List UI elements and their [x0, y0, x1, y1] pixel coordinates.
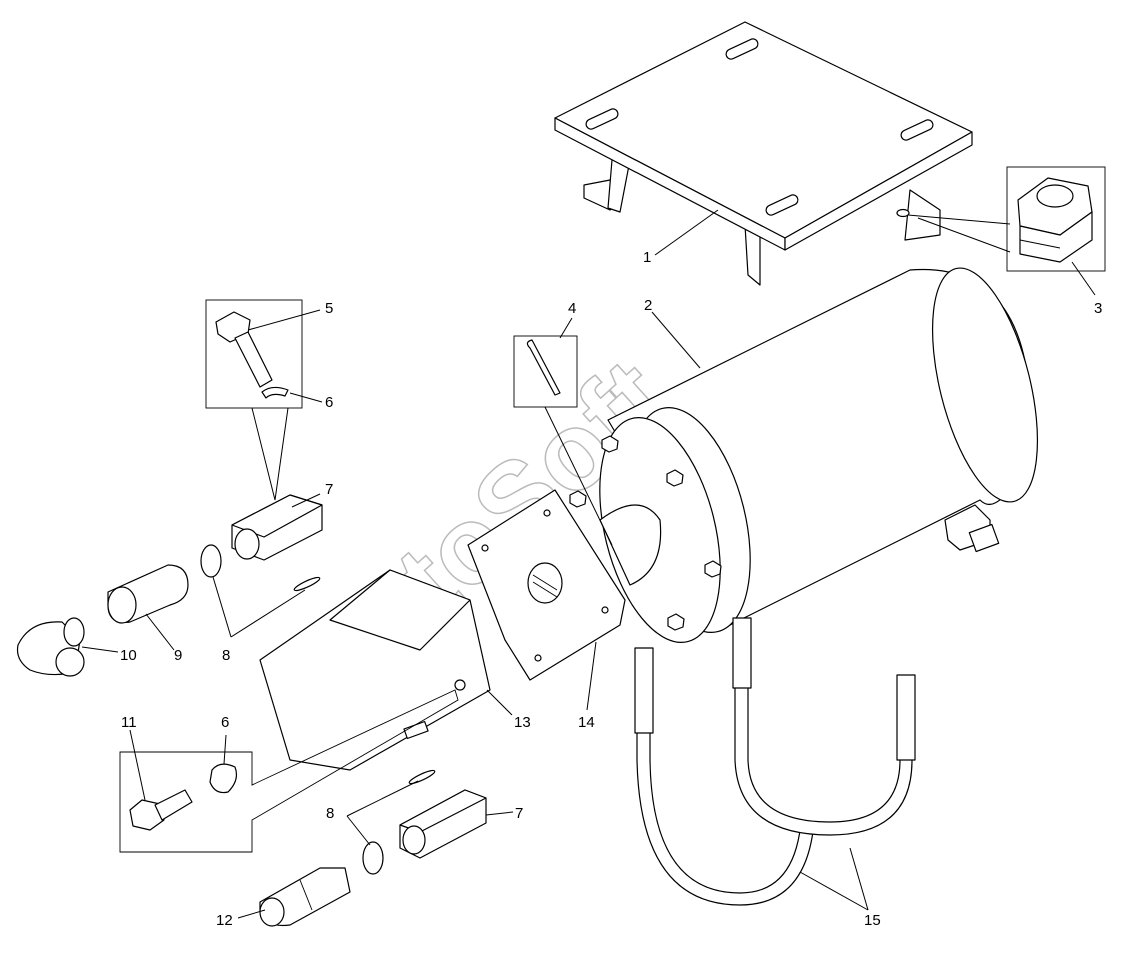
bolt-washer-inset [205, 299, 303, 501]
callout-3: 3 [1094, 300, 1102, 317]
callout-4: 4 [568, 300, 576, 317]
bolt-washer-inset-lower [119, 689, 459, 853]
callout-8-lower: 8 [326, 805, 334, 822]
hose-nipple [259, 867, 351, 927]
callout-2: 2 [644, 297, 652, 314]
sleeve [107, 564, 189, 624]
callout-6-upper: 6 [325, 394, 333, 411]
o-rings-lower [362, 769, 436, 875]
flange-bolt [601, 435, 619, 453]
clamp-block-lower [399, 789, 487, 859]
cotter-pin-inset [513, 335, 613, 546]
callout-11: 11 [121, 714, 137, 731]
elbow-fitting [16, 617, 85, 677]
callout-10: 10 [120, 647, 137, 664]
callout-1: 1 [643, 249, 651, 266]
cylinder-body [569, 267, 1039, 643]
clamp-block-upper [231, 494, 323, 561]
pump-flange [467, 489, 626, 681]
callout-13: 13 [514, 714, 531, 731]
callout-9: 9 [174, 647, 182, 664]
callout-15: 15 [864, 912, 881, 929]
callout-7-lower: 7 [515, 805, 523, 822]
leader-lines [81, 209, 1096, 919]
callout-6-lower: 6 [221, 714, 229, 731]
callout-14: 14 [578, 714, 595, 731]
mounting-bracket [554, 21, 973, 286]
u-bolts [634, 617, 916, 906]
callout-8-upper: 8 [222, 647, 230, 664]
callout-12: 12 [216, 912, 233, 929]
nut-inset [1006, 166, 1106, 272]
callout-5: 5 [325, 300, 333, 317]
o-rings-upper [200, 544, 321, 592]
cover-housing [259, 569, 491, 771]
callout-7-upper: 7 [325, 481, 333, 498]
callout-labels: 1 2 3 4 5 6 7 8 9 10 13 14 11 6 8 7 12 1… [120, 249, 1102, 929]
